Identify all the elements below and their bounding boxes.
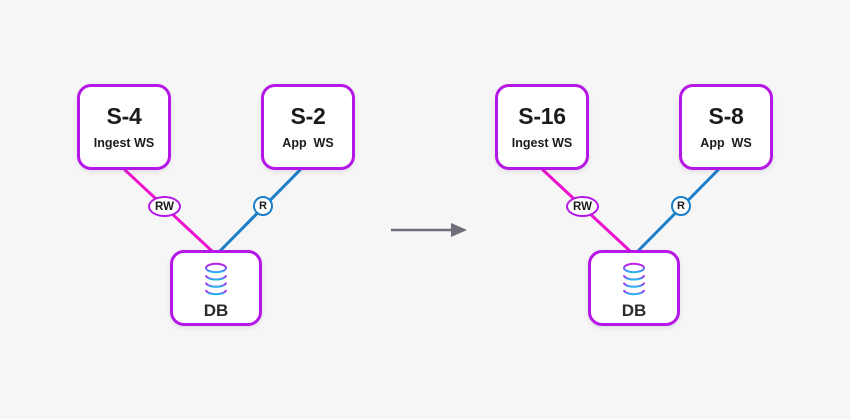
node-title: S-16 — [518, 102, 566, 129]
edge-badge-r[interactable]: R — [671, 196, 691, 216]
node-ingest-ws[interactable]: S-4 Ingest WS — [77, 84, 171, 170]
edge-layer-after — [541, 168, 720, 254]
node-title: S-8 — [708, 102, 744, 129]
node-db-label: DB — [203, 301, 229, 320]
edge-badge-rw[interactable]: RW — [148, 196, 181, 217]
node-ingest-ws[interactable]: S-16 Ingest WS — [495, 84, 589, 170]
database-cylinder-icon — [205, 262, 227, 296]
node-subtitle: Ingest WS — [93, 135, 155, 150]
edge-badge-r[interactable]: R — [253, 196, 273, 216]
node-title: S-2 — [290, 102, 326, 129]
node-database[interactable]: DB — [170, 250, 262, 326]
node-db-label: DB — [621, 301, 647, 320]
edge-badge-rw[interactable]: RW — [566, 196, 599, 217]
right-arrow-icon — [391, 223, 467, 237]
diagram-after: S-16 Ingest WS S-8 App WS — [418, 0, 818, 419]
node-subtitle: App WS — [282, 135, 334, 150]
edge-layer-before — [123, 168, 302, 254]
node-subtitle: App WS — [700, 135, 752, 150]
node-app-ws[interactable]: S-8 App WS — [679, 84, 773, 170]
node-title: S-4 — [106, 102, 142, 129]
node-subtitle: Ingest WS — [511, 135, 573, 150]
node-database[interactable]: DB — [588, 250, 680, 326]
diagram-before: S-4 Ingest WS S-2 App WS — [0, 0, 400, 419]
node-app-ws[interactable]: S-2 App WS — [261, 84, 355, 170]
database-cylinder-icon — [623, 262, 645, 296]
